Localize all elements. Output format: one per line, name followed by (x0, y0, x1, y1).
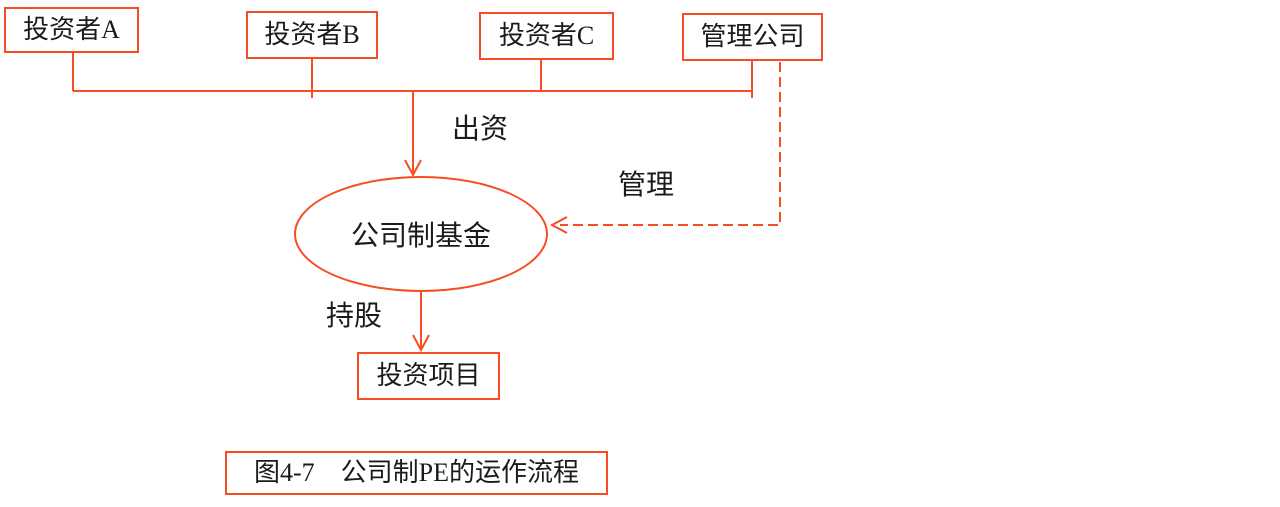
manage-edge-label: 管理 (618, 170, 675, 201)
fund-label: 公司制基金 (350, 221, 491, 252)
investor-a-label: 投资者A (23, 15, 120, 44)
figure-caption: 图4-7 公司制PE的运作流程 (253, 458, 579, 487)
contribute-edge-label: 出资 (452, 114, 509, 145)
investment-project-label: 投资项目 (376, 361, 481, 390)
figure-caption-box: 图4-7 公司制PE的运作流程 (225, 451, 608, 495)
investor-b-label: 投资者B (264, 20, 360, 49)
management-company-label: 管理公司 (700, 22, 805, 51)
investor-c-box: 投资者C (479, 12, 614, 60)
management-company-box: 管理公司 (682, 13, 823, 61)
holdshares-edge-label: 持股 (326, 301, 383, 332)
holdshares-arrowhead-icon (412, 334, 430, 353)
fund-ellipse: 公司制基金 (294, 176, 548, 292)
investor-b-box: 投资者B (246, 11, 378, 59)
investment-project-box: 投资项目 (357, 352, 500, 400)
manage-dashed-line (560, 62, 781, 226)
contribute-arrowhead-icon (404, 159, 422, 178)
investor-a-box: 投资者A (4, 7, 139, 53)
investor-c-label: 投资者C (498, 21, 595, 50)
manage-arrowhead-icon (549, 216, 568, 234)
